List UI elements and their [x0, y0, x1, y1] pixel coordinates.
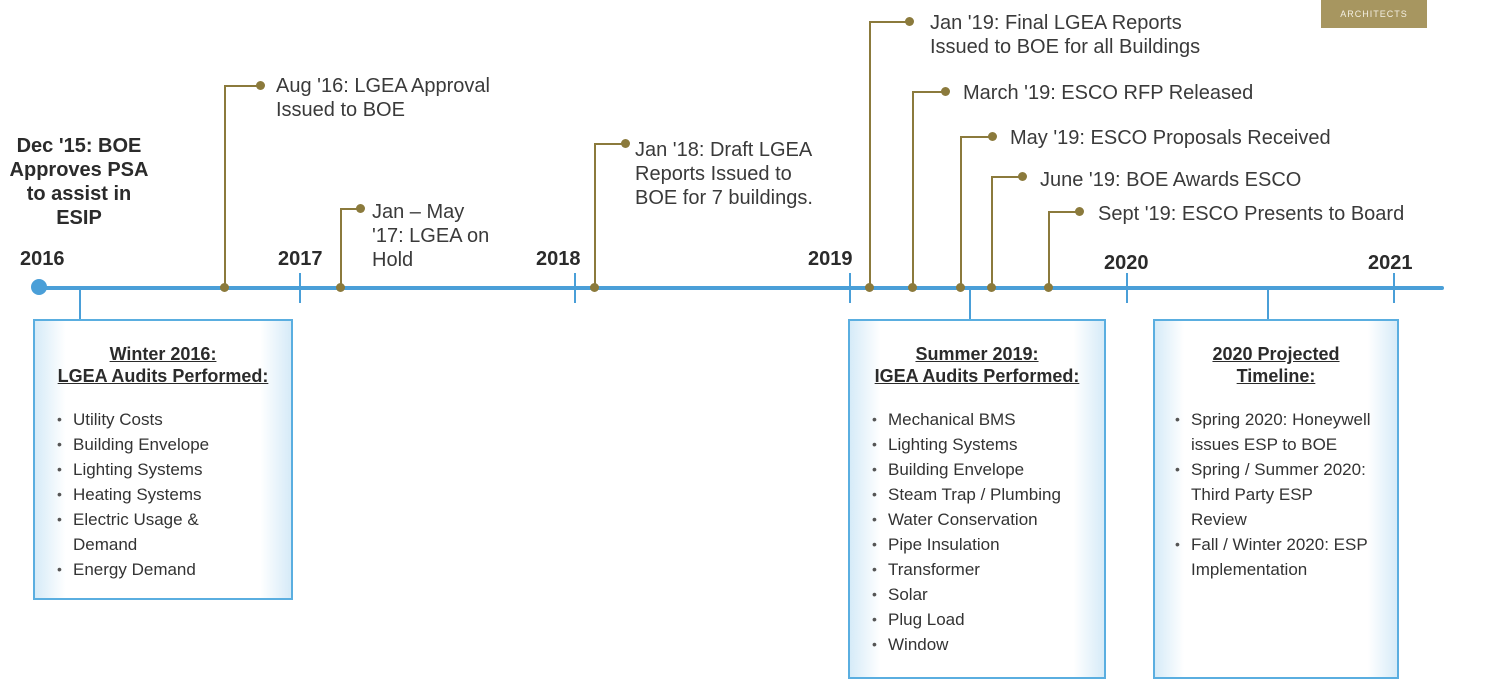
list-item: Building Envelope — [870, 457, 1104, 482]
milestone-end-dot — [256, 81, 265, 90]
milestone-marker — [908, 283, 917, 292]
intro-milestone: Dec '15: BOE Approves PSA to assist in E… — [9, 135, 149, 229]
milestone-arm — [1048, 211, 1078, 213]
milestone-stem — [594, 143, 596, 287]
box-list: Utility Costs Building Envelope Lighting… — [55, 407, 291, 582]
list-item: Utility Costs — [55, 407, 291, 432]
year-tick-2018 — [574, 273, 576, 303]
list-item: Energy Demand — [55, 557, 291, 582]
milestone-end-dot — [1075, 207, 1084, 216]
list-item: Plug Load — [870, 607, 1104, 632]
list-item: Spring / Summer 2020: Third Party ESP Re… — [1173, 457, 1373, 532]
milestone-stem — [1048, 211, 1050, 287]
milestone-arm — [912, 91, 944, 93]
year-label-2017: 2017 — [278, 248, 323, 270]
milestone-stem — [960, 136, 962, 287]
list-item: Electric Usage & Demand — [55, 507, 233, 557]
list-item: Pipe Insulation — [870, 532, 1104, 557]
milestone-end-dot — [905, 17, 914, 26]
brand-badge: ARCHITECTS — [1321, 0, 1427, 28]
milestone-label-may-19: May '19: ESCO Proposals Received — [1010, 127, 1331, 149]
milestone-stem — [912, 91, 914, 287]
milestone-end-dot — [356, 204, 365, 213]
milestone-arm — [594, 143, 624, 145]
box-connector — [79, 290, 81, 320]
year-label-2018: 2018 — [536, 248, 581, 270]
milestone-arm — [991, 176, 1021, 178]
list-item: Heating Systems — [55, 482, 291, 507]
year-label-2019: 2019 — [808, 248, 853, 270]
milestone-marker — [956, 283, 965, 292]
milestone-marker — [865, 283, 874, 292]
year-label-2016: 2016 — [20, 248, 65, 270]
year-tick-2020 — [1126, 273, 1128, 303]
milestone-marker — [220, 283, 229, 292]
milestone-arm — [340, 208, 360, 210]
info-box-winter-2016: Winter 2016:LGEA Audits Performed: Utili… — [33, 319, 293, 600]
milestone-arm — [869, 21, 909, 23]
list-item: Building Envelope — [55, 432, 291, 457]
info-box-summer-2019: Summer 2019:IGEA Audits Performed: Mecha… — [848, 319, 1106, 679]
list-item: Lighting Systems — [55, 457, 291, 482]
list-item: Window — [870, 632, 1104, 657]
milestone-end-dot — [941, 87, 950, 96]
box-connector — [1267, 290, 1269, 320]
milestone-stem — [340, 208, 342, 287]
list-item: Water Conservation — [870, 507, 1104, 532]
milestone-label-sept-19: Sept '19: ESCO Presents to Board — [1098, 203, 1405, 225]
milestone-stem — [869, 21, 871, 287]
year-label-2020: 2020 — [1104, 252, 1149, 274]
year-tick-2021 — [1393, 273, 1395, 303]
milestone-marker — [336, 283, 345, 292]
milestone-stem — [224, 85, 226, 287]
list-item: Lighting Systems — [870, 432, 1104, 457]
milestone-arm — [960, 136, 992, 138]
timeline-axis — [38, 286, 1444, 290]
box-list: Mechanical BMS Lighting Systems Building… — [870, 407, 1104, 657]
timeline-start-dot — [31, 279, 47, 295]
list-item: Fall / Winter 2020: ESP Implementation — [1173, 532, 1373, 582]
milestone-stem — [991, 176, 993, 287]
milestone-label-june-19: June '19: BOE Awards ESCO — [1040, 169, 1302, 191]
milestone-arm — [224, 85, 260, 87]
year-tick-2017 — [299, 273, 301, 303]
list-item: Spring 2020: Honeywell issues ESP to BOE — [1173, 407, 1373, 457]
milestone-marker — [987, 283, 996, 292]
box-title: Winter 2016:LGEA Audits Performed: — [57, 344, 269, 386]
milestone-marker — [590, 283, 599, 292]
list-item: Steam Trap / Plumbing — [870, 482, 1104, 507]
milestone-marker — [1044, 283, 1053, 292]
list-item: Mechanical BMS — [870, 407, 1104, 432]
milestone-label-march-19: March '19: ESCO RFP Released — [963, 82, 1254, 104]
box-list: Spring 2020: Honeywell issues ESP to BOE… — [1173, 407, 1373, 582]
list-item: Transformer — [870, 557, 1104, 582]
year-label-2021: 2021 — [1368, 252, 1413, 274]
box-title: Summer 2019:IGEA Audits Performed: — [874, 344, 1080, 386]
box-connector — [969, 290, 971, 320]
milestone-end-dot — [1018, 172, 1027, 181]
milestone-end-dot — [621, 139, 630, 148]
list-item: Solar — [870, 582, 1104, 607]
milestone-end-dot — [988, 132, 997, 141]
year-tick-2019 — [849, 273, 851, 303]
